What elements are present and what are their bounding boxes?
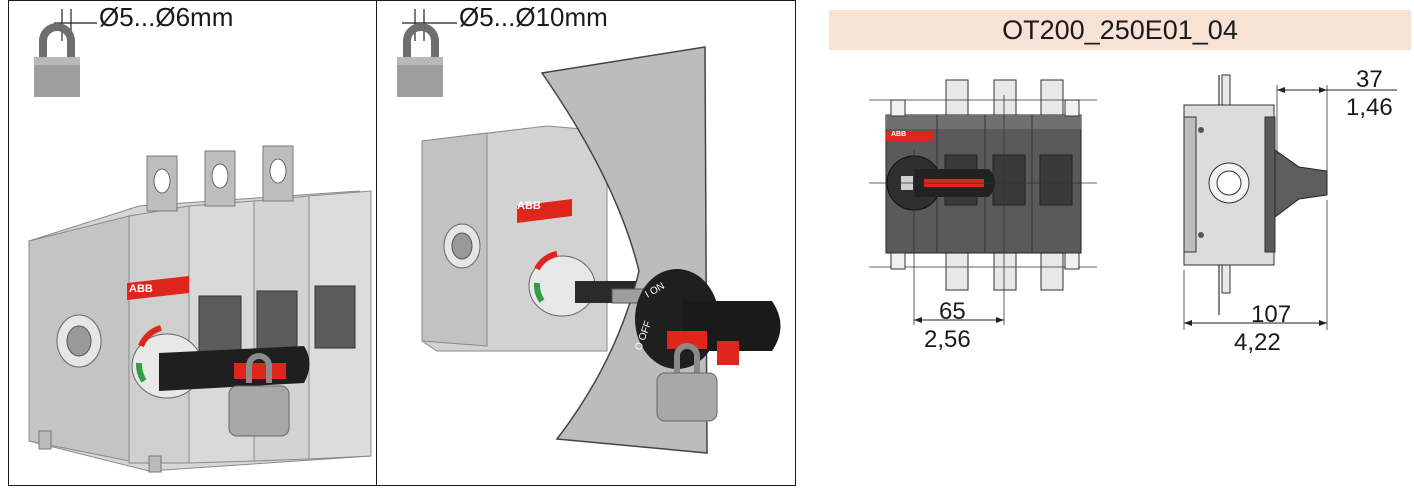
brand-logo: ABB <box>517 200 541 212</box>
dimension-drawings: 65 2,56 107 4,22 37 1,46 ABB <box>829 55 1414 495</box>
brand-logo: ABB <box>129 283 153 295</box>
side-depth-in: 4,22 <box>1234 329 1281 356</box>
brand-logo: ABB <box>891 131 907 138</box>
left-illustration-panel: Ø5...Ø6mm <box>8 0 376 486</box>
side-depth-mm: 107 <box>1251 301 1292 328</box>
padlock-icon <box>397 23 443 97</box>
door-handle-lock-dimension: Ø5...Ø10mm <box>459 2 608 32</box>
handle-depth-mm: 37 <box>1356 66 1383 93</box>
front-width-in: 2,56 <box>924 326 971 353</box>
door-mounted-handle-illustration <box>397 9 781 454</box>
dimension-drawing-svg <box>869 74 1397 330</box>
product-code: OT200_250E01_04 <box>1002 14 1238 45</box>
front-width-mm: 65 <box>939 298 966 325</box>
front-view-drawing <box>869 79 1097 325</box>
switch-behind-door <box>421 125 665 352</box>
side-view-drawing <box>1183 74 1397 330</box>
handle-depth-in: 1,46 <box>1346 94 1393 121</box>
switch-with-padlock-illustration <box>28 9 372 473</box>
switch-body <box>28 145 372 473</box>
door-handle <box>635 269 781 422</box>
lock-shackle-dimension: Ø5...Ø6mm <box>99 2 234 32</box>
product-code-banner: OT200_250E01_04 <box>829 10 1411 50</box>
middle-illustration-panel: Ø5...Ø10mm <box>376 0 796 486</box>
padlock-icon <box>34 23 80 97</box>
